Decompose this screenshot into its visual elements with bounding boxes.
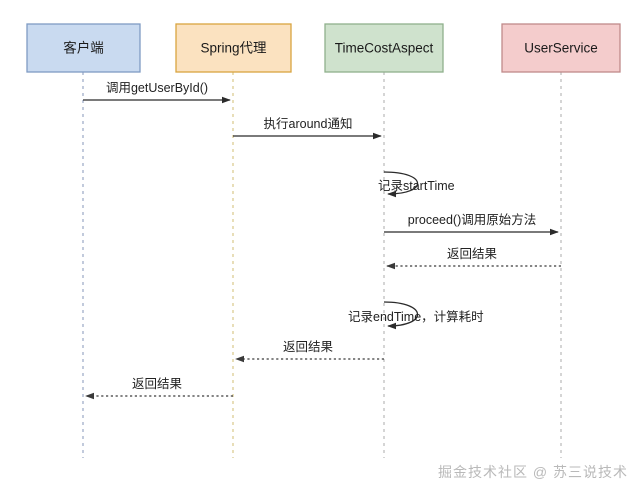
- watermark-label: 掘金技术社区 @ 苏三说技术: [438, 464, 628, 480]
- message-label-m8: 返回结果: [132, 377, 183, 391]
- message-label-m1: 调用getUserById(): [106, 81, 208, 95]
- message-m8-return[interactable]: 返回结果: [85, 377, 233, 400]
- message-arc-m3: [383, 171, 419, 198]
- message-m4-call[interactable]: proceed()调用原始方法: [384, 212, 559, 236]
- participant-label-time-cost-aspect: TimeCostAspect: [335, 41, 434, 56]
- participant-box-time-cost-aspect[interactable]: [324, 23, 444, 73]
- message-label-m3: 记录startTime: [378, 179, 455, 193]
- message-m5-return[interactable]: 返回结果: [386, 247, 561, 270]
- participant-box-spring-proxy[interactable]: [175, 23, 292, 73]
- message-m1-call[interactable]: 调用getUserById(): [83, 81, 231, 104]
- participant-label-user-service: UserService: [524, 41, 598, 56]
- participant-spring-proxy[interactable]: Spring代理: [175, 23, 292, 73]
- participant-box-client[interactable]: [26, 23, 141, 73]
- participant-box-user-service[interactable]: [501, 23, 621, 73]
- message-m2-call[interactable]: 执行around通知: [233, 117, 382, 140]
- participant-user-service[interactable]: UserService: [501, 23, 621, 73]
- message-label-m6: 记录endTime，计算耗时: [348, 309, 484, 324]
- message-m6-self[interactable]: 记录endTime，计算耗时: [348, 301, 484, 330]
- message-label-m4: proceed()调用原始方法: [408, 212, 537, 227]
- message-arc-m6: [383, 301, 419, 330]
- message-m7-return[interactable]: 返回结果: [235, 340, 384, 363]
- participant-label-spring-proxy: Spring代理: [200, 41, 267, 56]
- participants-group: 客户端 Spring代理 TimeCostAspect UserService: [26, 23, 621, 73]
- message-label-m2: 执行around通知: [264, 117, 353, 131]
- participant-client[interactable]: 客户端: [26, 23, 141, 73]
- message-label-m7: 返回结果: [283, 340, 334, 354]
- participant-label-client: 客户端: [63, 40, 104, 56]
- message-label-m5: 返回结果: [447, 247, 498, 261]
- participant-time-cost-aspect[interactable]: TimeCostAspect: [324, 23, 444, 73]
- message-m3-self[interactable]: 记录startTime: [378, 171, 455, 198]
